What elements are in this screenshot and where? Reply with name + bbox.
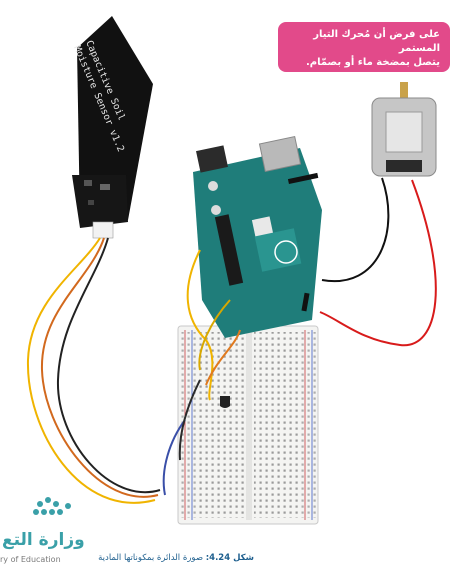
breadboard (177, 325, 319, 525)
figure-caption: شكل 4.24: صورة الدائرة بمكوناتها المادية (98, 553, 254, 563)
callout-line2: يتصل بمضخة ماء أو بصمّام. (305, 57, 440, 68)
callout-line1: على فرض أن مُحرك التيار المستمر (313, 29, 440, 54)
figure-caption-text: صورة الدائرة بمكوناتها المادية (98, 553, 204, 563)
dc-motor (371, 82, 437, 177)
figure-caption-label: شكل 4.24: (205, 553, 254, 563)
ministry-logo-english: ry of Education (0, 555, 61, 564)
sensor-wires (26, 237, 161, 504)
motor-callout: على فرض أن مُحرك التيار المستمر يتصل بمض… (278, 22, 450, 72)
motor-wires (319, 177, 437, 347)
soil-moisture-sensor: Capacitive Soil Moisture Sensor v1.2 (71, 16, 153, 239)
ministry-logo-mark (33, 497, 71, 515)
arduino-board (193, 135, 322, 338)
ministry-logo-arabic: وزارة التع (2, 530, 85, 550)
jumper-wires (162, 249, 241, 496)
